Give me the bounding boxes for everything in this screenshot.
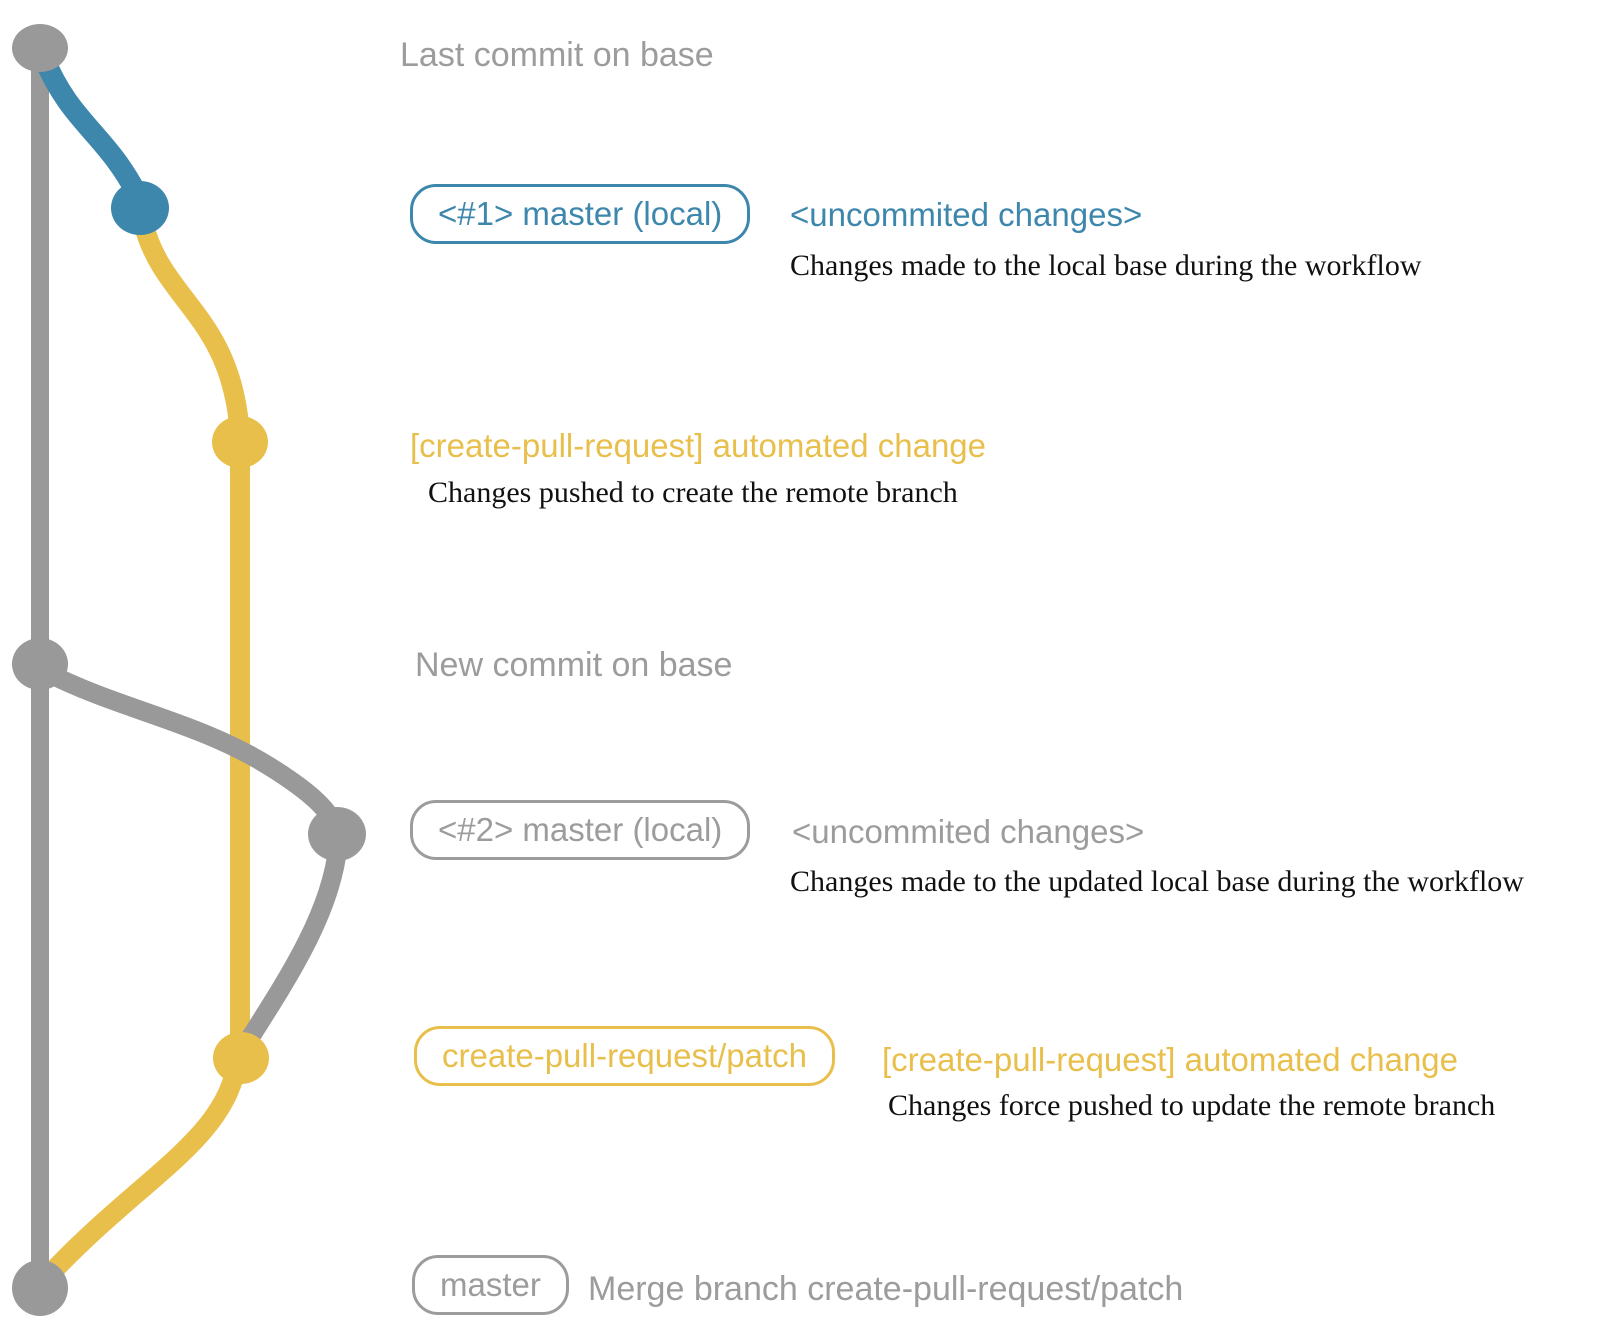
note-automated-change-2: [create-pull-request] automated change — [882, 1041, 1459, 1078]
badge-master-local-2: <#2> master (local) — [410, 800, 751, 860]
note-merge-branch: Merge branch create-pull-request/patch — [588, 1270, 1184, 1308]
desc-local-changes-2: Changes made to the updated local base d… — [790, 865, 1524, 898]
local2-to-patch2-curve — [240, 835, 348, 1048]
badge-create-pull-request-patch: create-pull-request/patch — [414, 1026, 836, 1086]
note-automated-change-1: [create-pull-request] automated change — [410, 427, 987, 464]
commit-node-base-1 — [12, 24, 68, 72]
commit-node-merge — [12, 1260, 68, 1316]
commit-node-local-1 — [111, 181, 169, 235]
heading-new-commit-on-base: New commit on base — [415, 646, 733, 684]
patch-branch-curve-1 — [134, 216, 249, 434]
commit-node-patch-1 — [212, 416, 268, 468]
note-uncommited-changes-2: <uncommited changes> — [792, 813, 1145, 850]
commit-node-patch-2 — [213, 1032, 269, 1084]
desc-force-pushed-remote-branch: Changes force pushed to update the remot… — [888, 1089, 1496, 1122]
desc-pushed-remote-branch: Changes pushed to create the remote bran… — [428, 476, 958, 509]
commit-node-local-2 — [308, 807, 366, 861]
base-to-local2-curve — [36, 662, 347, 840]
commit-node-base-2 — [12, 638, 68, 690]
patch-merge-curve — [46, 1058, 246, 1278]
badge-master-local-1: <#1> master (local) — [410, 184, 751, 244]
local-branch-curve-1 — [33, 47, 148, 205]
badge-master: master — [412, 1255, 569, 1315]
desc-local-changes-1: Changes made to the local base during th… — [790, 249, 1422, 282]
note-uncommited-changes-1: <uncommited changes> — [790, 196, 1143, 233]
heading-last-commit-on-base: Last commit on base — [400, 36, 714, 74]
